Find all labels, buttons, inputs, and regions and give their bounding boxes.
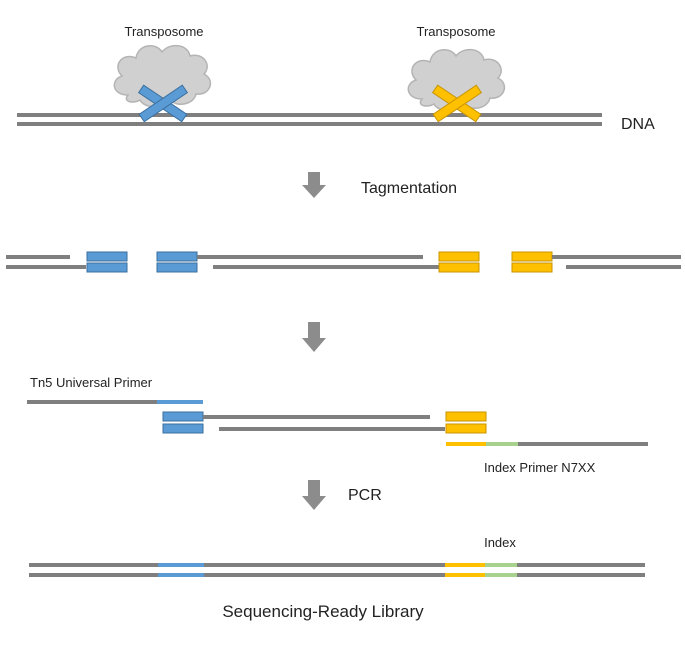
final-library	[29, 563, 645, 577]
library-top-grey-mid	[204, 563, 445, 567]
index-primer-label: Index Primer N7XX	[484, 460, 596, 475]
yellow-adapter-2-top	[511, 251, 553, 262]
library-top-grey-left	[29, 563, 158, 567]
insert-top-strand	[203, 415, 430, 419]
library-top-green	[485, 563, 517, 567]
fragment-left-top	[6, 255, 70, 259]
dna-top-strand	[17, 113, 602, 117]
blue-adapter-2-bottom	[156, 262, 198, 273]
library-bottom-blue	[158, 573, 204, 577]
library-bottom-grey-left	[29, 573, 158, 577]
library-bottom-grey-mid	[204, 573, 445, 577]
dna-label: DNA	[621, 116, 655, 133]
fragment-middle-top	[197, 255, 423, 259]
library-bottom-green	[485, 573, 517, 577]
yellow-adapter-3-bottom	[445, 423, 487, 434]
yellow-adapter-1-bottom	[438, 262, 480, 273]
tn5-primer-blue	[157, 400, 203, 404]
blue-adapter-2-top	[156, 251, 198, 262]
transposome-right-label: Transposome	[417, 24, 496, 39]
blue-adapter-3-bottom	[162, 423, 204, 434]
tn5-primer-label: Tn5 Universal Primer	[30, 375, 153, 390]
transposome-left-label: Transposome	[125, 24, 204, 39]
primer-annealing	[27, 400, 648, 446]
dna-double-strand	[17, 113, 602, 126]
yellow-adapter-1-top	[438, 251, 480, 262]
fragment-left-bottom	[6, 265, 86, 269]
fragment-right-top	[552, 255, 681, 259]
index-primer-green	[486, 442, 518, 446]
blue-transposon-bar-b	[138, 84, 189, 123]
index-primer-grey	[518, 442, 648, 446]
blue-adapter-3-top	[162, 411, 204, 422]
index-label: Index	[484, 535, 516, 550]
library-top-grey-right	[517, 563, 645, 567]
fragmented-dna	[6, 251, 681, 273]
yellow-transposon-bar-b	[432, 84, 483, 123]
fragment-right-bottom	[566, 265, 681, 269]
blue-adapter-1-bottom	[86, 262, 128, 273]
tagmentation-label: Tagmentation	[361, 180, 457, 197]
insert-bottom-strand	[219, 427, 445, 431]
dna-bottom-strand	[17, 122, 602, 126]
yellow-adapter-3-top	[445, 411, 487, 422]
result-label: Sequencing-Ready Library	[222, 602, 424, 621]
library-top-blue	[158, 563, 204, 567]
index-primer-yellow	[446, 442, 486, 446]
pcr-label: PCR	[348, 487, 382, 504]
tn5-primer-grey	[27, 400, 157, 404]
library-bottom-yellow	[445, 573, 485, 577]
library-bottom-grey-right	[517, 573, 645, 577]
yellow-adapter-2-bottom	[511, 262, 553, 273]
down-arrow-1	[302, 172, 326, 198]
blue-adapter-1-top	[86, 251, 128, 262]
yellow-transposon-cross	[431, 84, 483, 123]
down-arrow-2	[302, 322, 326, 352]
blue-transposon-cross	[137, 84, 189, 123]
fragment-middle-bottom	[213, 265, 439, 269]
down-arrow-3	[302, 480, 326, 510]
transposome-left: Transposome	[113, 24, 212, 108]
library-top-yellow	[445, 563, 485, 567]
